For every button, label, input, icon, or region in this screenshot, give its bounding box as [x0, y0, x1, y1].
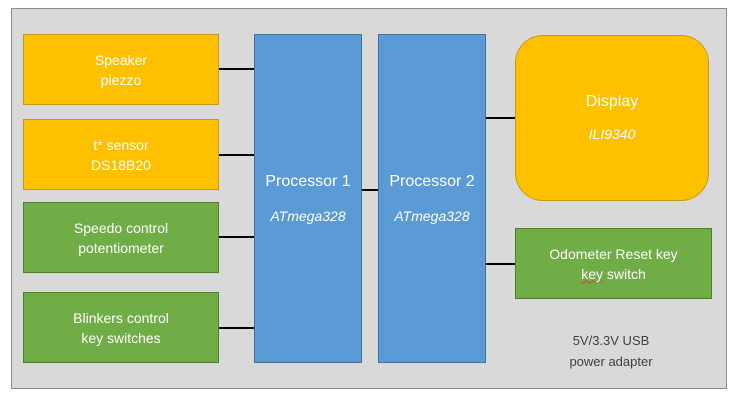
temp-sensor-subtitle: DS18B20 [91, 156, 151, 173]
connector-processor-link [362, 189, 378, 191]
processor-2-title: Processor 2 [389, 172, 475, 190]
power-line-1: 5V/3.3V USB [572, 333, 650, 348]
speedo-control-block: Speedo control potentiometer [23, 202, 219, 273]
processor-2-chip: ATmega328 [394, 207, 470, 224]
blinkers-control-block: Blinkers control key switches [23, 292, 219, 363]
display-model: ILI9340 [588, 126, 636, 142]
temp-sensor-title: t* sensor [93, 136, 149, 153]
blinkers-title: Blinkers control [73, 309, 169, 326]
processor-2-block: Processor 2 ATmega328 [378, 34, 486, 363]
odometer-subtitle-switch: switch [606, 265, 646, 282]
display-block: Display ILI9340 [515, 35, 709, 201]
processor-1-title: Processor 1 [265, 172, 351, 190]
display-title: Display [585, 93, 639, 110]
odometer-reset-block: Odometer Reset key key switch [515, 228, 712, 299]
processor-1-block: Processor 1 ATmega328 [254, 34, 362, 363]
odometer-subtitle: key switch [581, 264, 646, 284]
power-adapter-label: 5V/3.3V USB power adapter [550, 330, 672, 372]
connector-speedo [219, 236, 254, 238]
connector-odometer [486, 263, 515, 265]
connector-display [486, 117, 515, 119]
connector-speaker [219, 68, 254, 70]
speedo-subtitle: potentiometer [78, 239, 164, 256]
temp-sensor-block: t* sensor DS18B20 [23, 119, 219, 190]
blinkers-subtitle: key switches [81, 329, 161, 346]
speaker-subtitle: piezzo [100, 71, 142, 88]
speedo-title: Speedo control [73, 219, 169, 236]
odometer-title: Odometer Reset key [549, 245, 678, 262]
speaker-block: Speaker piezzo [23, 34, 219, 105]
speaker-title: Speaker [94, 51, 148, 68]
power-line-2: power adapter [569, 354, 653, 369]
processor-1-chip: ATmega328 [270, 207, 346, 224]
connector-blinkers [219, 327, 254, 329]
connector-temp-sensor [219, 154, 254, 156]
odometer-subtitle-key: key [581, 265, 603, 282]
